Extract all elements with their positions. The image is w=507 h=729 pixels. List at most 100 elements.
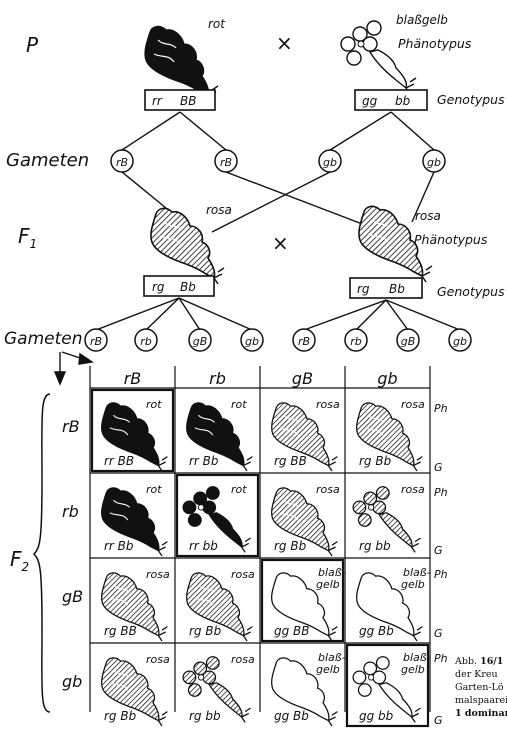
grid-cell-r3-c4: blaß-gelb gg Bb <box>356 566 431 642</box>
cell-phenotype: rot <box>146 398 162 411</box>
parent-left-genotype-box <box>144 89 216 111</box>
grid-cell-r1-c4: rosa rg Bb <box>356 398 425 472</box>
f1-gamete-lines <box>95 297 461 331</box>
col-header-4: gb <box>377 369 397 388</box>
genotypus-label-p: Genotypus <box>437 92 505 107</box>
ph-label-row-3: Ph <box>434 568 448 581</box>
parent-right-genotype-b: bb <box>395 94 411 108</box>
f1-right-genotype-box <box>349 277 423 299</box>
p-gamete-3: gb <box>318 149 342 173</box>
cell-phenotype-line1: blaß- <box>318 566 346 579</box>
caption-line-3: Garten-Lö <box>455 682 504 693</box>
parent-right-genotype-a: gg <box>362 94 378 108</box>
f1-right-genotype-a: rg <box>357 282 370 296</box>
f2-brace <box>32 393 51 713</box>
grid-cell-r2-c1: rot rr Bb <box>101 483 169 557</box>
cell-phenotype: rosa <box>316 398 340 411</box>
cell-genotype: rg bb <box>189 709 221 723</box>
cell-genotype: rr Bb <box>189 454 219 468</box>
cell-phenotype: rosa <box>146 653 170 666</box>
cell-genotype: rg bb <box>359 539 391 553</box>
col-header-2: rb <box>209 369 226 388</box>
f2-label: F2 <box>10 547 29 574</box>
cell-genotype: rg Bb <box>104 709 137 723</box>
f1-right-phenotype: rosa <box>415 209 441 223</box>
phaenotypus-label-f1: Phänotypus <box>414 232 488 247</box>
cell-genotype: rr Bb <box>104 539 134 553</box>
f1-left-phenotype: rosa <box>206 203 232 217</box>
svg-text:gB: gB <box>401 335 416 348</box>
svg-text:gb: gb <box>245 335 259 348</box>
svg-text:rB: rB <box>220 156 232 169</box>
grid-cell-r4-c2: rosa rg bb <box>182 653 255 724</box>
g-label-row-1: G <box>434 461 443 474</box>
gameten-label-p: Gameten <box>6 150 89 171</box>
ph-label-row-1: Ph <box>434 402 448 415</box>
f1-right-genotype-b: Bb <box>389 282 405 296</box>
ph-label-row-4: Ph <box>434 652 448 665</box>
svg-text:rB: rB <box>298 335 310 348</box>
row-header-3: gB <box>62 587 83 606</box>
cell-genotype: rr BB <box>104 454 134 468</box>
grid-cell-r3-c3: blaß-gelb gg BB <box>260 558 346 643</box>
cell-genotype: gg bb <box>359 709 394 723</box>
cell-genotype: rg BB <box>104 624 137 638</box>
cell-phenotype: rosa <box>401 398 425 411</box>
grid-cell-r4-c1: rosa rg Bb <box>101 653 170 727</box>
phaenotypus-label-p: Phänotypus <box>398 36 472 51</box>
cell-genotype: rg Bb <box>189 624 222 638</box>
f1-left-genotype-b: Bb <box>180 280 196 294</box>
g-label-row-4: G <box>434 714 443 727</box>
parent-right-genotype-box <box>354 89 428 111</box>
cell-genotype: rg Bb <box>359 454 392 468</box>
caption-line-2: der Kreu <box>455 669 498 680</box>
cell-phenotype-line1: blaß- <box>403 651 431 664</box>
cell-phenotype: rot <box>146 483 162 496</box>
punnett-grid-lines <box>89 366 431 712</box>
caption-line-5: 1 dominan <box>455 708 507 719</box>
genotypus-label-f1: Genotypus <box>437 284 505 299</box>
cell-genotype: gg Bb <box>359 624 394 638</box>
parent-right-flower <box>340 20 417 95</box>
grid-cell-r4-c4: blaß-gelb gg bb <box>345 643 431 728</box>
cell-genotype: gg BB <box>274 624 310 638</box>
cell-phenotype: rosa <box>146 568 170 581</box>
caption-line-1: Abb. 16/1 <box>455 656 504 667</box>
grid-cell-r3-c2: rosa rg Bb <box>186 568 255 642</box>
f1-left-flower <box>150 207 225 285</box>
svg-text:gb: gb <box>453 335 467 348</box>
f1-left-genotype-box <box>143 275 215 297</box>
svg-text:gb: gb <box>427 156 441 169</box>
p-gamete-2: rB <box>214 149 238 173</box>
cell-genotype: rg Bb <box>274 539 307 553</box>
col-header-1: rB <box>124 369 142 388</box>
cell-phenotype-line1: blaß- <box>403 566 431 579</box>
parent-left-genotype-b: BB <box>180 94 196 108</box>
cell-phenotype-line2: gelb <box>316 578 340 591</box>
cell-phenotype-line2: gelb <box>401 663 425 676</box>
f1-label: F1 <box>18 224 37 251</box>
cell-phenotype: rosa <box>231 653 255 666</box>
g-label-row-3: G <box>434 627 443 640</box>
grid-cell-r3-c1: rosa rg BB <box>101 568 170 642</box>
cell-phenotype-line2: gelb <box>401 578 425 591</box>
figure-caption: Abb. 16/1 der Kreu Garten-Lö malspaarei … <box>455 655 507 720</box>
parent-right-phenotype: blaßgelb <box>396 13 448 27</box>
f1-gametes-right: rB rb gB gb <box>292 328 472 352</box>
gameten-arrows <box>53 351 94 386</box>
caption-line-4: malspaarei <box>455 695 507 706</box>
f1-left-genotype-a: rg <box>152 280 165 294</box>
cell-genotype: rr bb <box>189 539 218 553</box>
gameten-label-f1: Gameten <box>4 329 83 349</box>
svg-text:rB: rB <box>116 156 128 169</box>
cell-phenotype: rosa <box>231 568 255 581</box>
svg-text:rb: rb <box>350 335 362 348</box>
svg-text:gB: gB <box>193 335 208 348</box>
